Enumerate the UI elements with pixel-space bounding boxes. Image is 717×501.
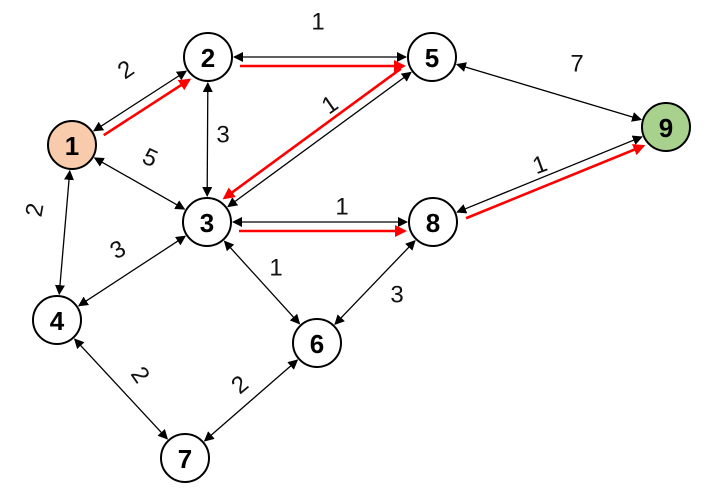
node-label: 7 — [178, 444, 192, 474]
edge-3-6 — [223, 240, 301, 325]
path-arrow-1-2 — [103, 78, 192, 137]
edge-weight-2-5: 1 — [311, 9, 324, 36]
edge-5-3 — [227, 71, 412, 208]
node-9[interactable]: 9 — [641, 102, 691, 152]
node-label: 1 — [65, 131, 79, 161]
edge-1-3 — [93, 157, 186, 210]
node-label: 3 — [200, 208, 214, 238]
node-circle — [641, 102, 691, 152]
edge-weight-8-6: 3 — [390, 282, 403, 309]
node-label: 2 — [201, 43, 215, 73]
node-1[interactable]: 1 — [47, 120, 97, 170]
node-label: 9 — [659, 113, 673, 143]
node-6[interactable]: 6 — [292, 318, 342, 368]
node-8[interactable]: 8 — [408, 197, 458, 247]
path-arrow-5-3 — [222, 67, 402, 200]
node-circle — [182, 197, 232, 247]
edge-2-3 — [202, 81, 213, 198]
edge-weight-5-9: 7 — [570, 51, 583, 78]
node-circle — [47, 120, 97, 170]
edge-1-2 — [92, 70, 188, 132]
edge-8-9 — [456, 135, 643, 214]
node-label: 6 — [310, 329, 324, 359]
edge-weight-4-7: 2 — [125, 362, 155, 388]
node-2[interactable]: 2 — [183, 32, 233, 82]
node-circle — [160, 433, 210, 483]
node-label: 4 — [50, 306, 65, 336]
node-label: 5 — [425, 43, 439, 73]
edge-4-7 — [74, 338, 168, 440]
path-arrow-8-9 — [465, 144, 646, 220]
edge-5-9 — [455, 62, 643, 122]
edge-weight-1-3: 5 — [138, 143, 162, 173]
node-circle — [292, 318, 342, 368]
edge-weight-3-8: 1 — [335, 194, 348, 221]
edge-weight-2-3: 3 — [216, 122, 229, 149]
node-5[interactable]: 5 — [407, 32, 457, 82]
edge-weight-1-4: 2 — [21, 201, 50, 219]
edge-3-4 — [77, 235, 187, 307]
edge-weight-1-2: 2 — [113, 55, 139, 85]
edge-weight-8-9: 1 — [529, 150, 551, 180]
edge-1-4 — [55, 169, 74, 296]
edge-7-6 — [203, 359, 299, 442]
edge-weight-7-6: 2 — [226, 370, 254, 399]
edge-weight-3-4: 3 — [105, 235, 130, 265]
node-label: 8 — [426, 208, 440, 238]
edge-weight-3-6: 1 — [269, 255, 282, 282]
edge-8-6 — [334, 240, 416, 325]
node-circle — [183, 32, 233, 82]
node-circle — [408, 197, 458, 247]
node-circle — [32, 295, 82, 345]
node-3[interactable]: 3 — [182, 197, 232, 247]
node-4[interactable]: 4 — [32, 295, 82, 345]
node-7[interactable]: 7 — [160, 433, 210, 483]
node-circle — [407, 32, 457, 82]
